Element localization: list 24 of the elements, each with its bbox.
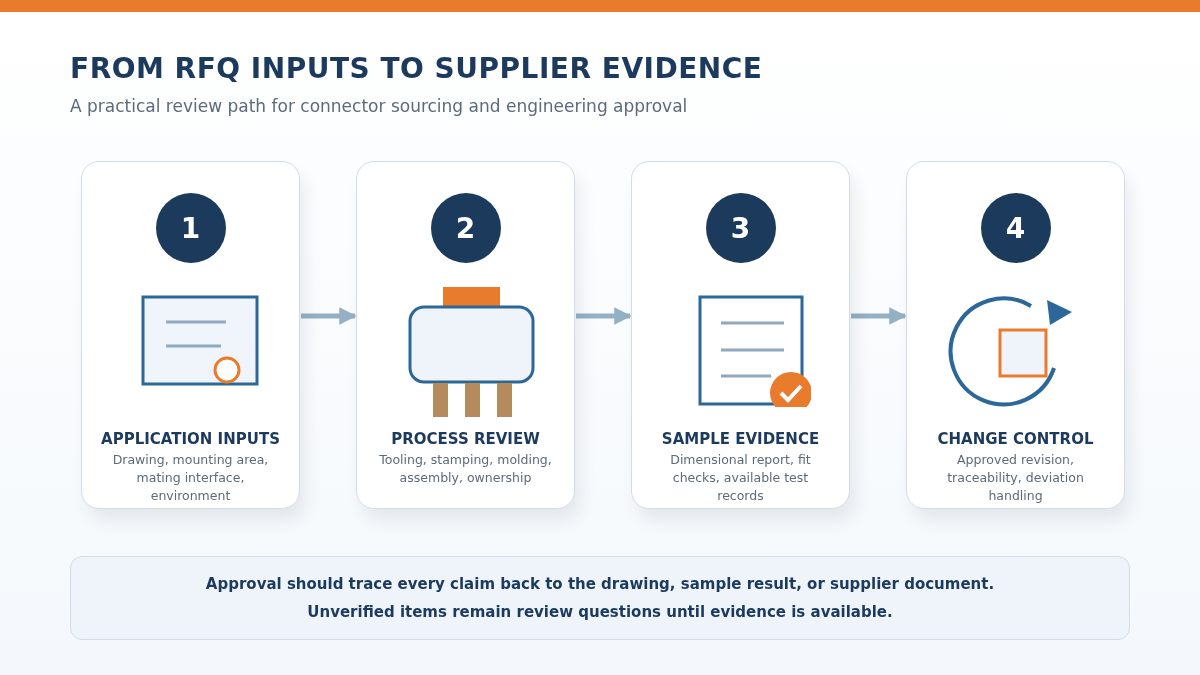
step-heading: CHANGE CONTROL bbox=[936, 430, 1095, 448]
arrow bbox=[576, 307, 632, 325]
step-number: 3 bbox=[705, 193, 776, 263]
step-description: Drawing, mounting area, mating interface, environment bbox=[111, 451, 270, 505]
step-card bbox=[81, 161, 300, 509]
step-description: Dimensional report, fit checks, available test records bbox=[669, 451, 812, 505]
title: FROM RFQ INPUTS TO SUPPLIER EVIDENCE bbox=[70, 52, 763, 85]
step-number: 2 bbox=[430, 193, 501, 263]
step-heading: APPLICATION INPUTS bbox=[100, 430, 281, 448]
note-text: Unverified items remain review questions until evidence is available. bbox=[307, 603, 893, 621]
step-card bbox=[906, 161, 1125, 509]
arrow bbox=[301, 307, 357, 325]
step-heading: SAMPLE EVIDENCE bbox=[660, 430, 821, 448]
arrow bbox=[851, 307, 907, 325]
subtitle: A practical review path for connector sourcing and engineering approval bbox=[70, 96, 688, 116]
step-number: 1 bbox=[155, 193, 226, 263]
step-heading: PROCESS REVIEW bbox=[390, 430, 541, 448]
note-panel bbox=[70, 556, 1130, 640]
step-description: Tooling, stamping, molding, assembly, ownership bbox=[378, 451, 553, 487]
note-text: Approval should trace every claim back to the drawing, sample result, or supplier document. bbox=[205, 575, 995, 593]
step-description: Approved revision, traceability, deviation handling bbox=[946, 451, 1085, 505]
step-card bbox=[631, 161, 850, 509]
step-card bbox=[356, 161, 575, 509]
step-number: 4 bbox=[980, 193, 1051, 263]
